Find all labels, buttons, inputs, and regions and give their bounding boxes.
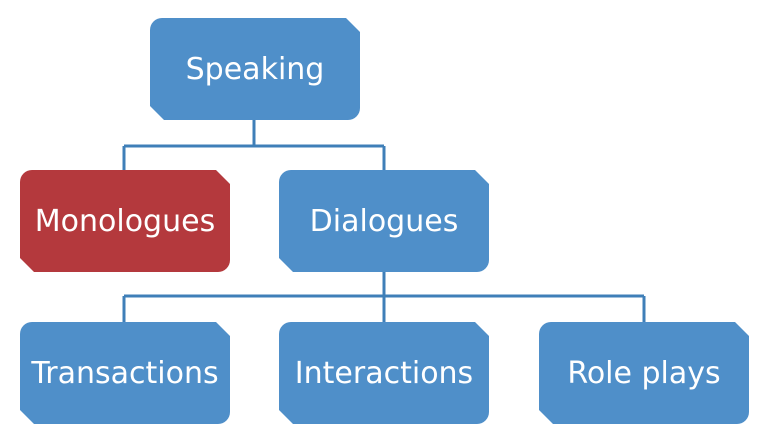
node-monologues-label: Monologues [34,203,216,239]
node-dialogues: Dialogues [279,170,489,272]
node-speaking-label: Speaking [185,51,325,87]
node-transactions-label: Transactions [31,355,219,391]
node-transactions: Transactions [20,322,230,424]
node-speaking: Speaking [150,18,360,120]
node-interactions-label: Interactions [294,355,474,391]
node-monologues: Monologues [20,170,230,272]
node-role-plays-label: Role plays [567,355,721,391]
node-dialogues-label: Dialogues [309,203,459,239]
node-role-plays: Role plays [539,322,749,424]
node-interactions: Interactions [279,322,489,424]
